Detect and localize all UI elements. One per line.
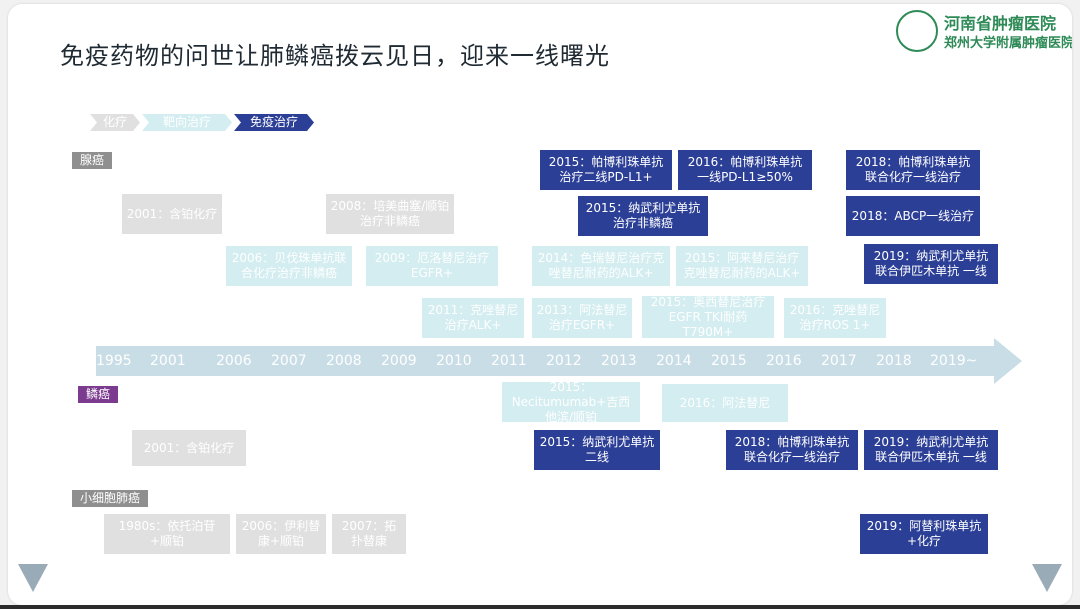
year-label: 2008 — [326, 353, 362, 369]
logo-emblem-icon — [896, 10, 938, 52]
milestone-box: 2015：Necitumumab+吉西他滨/顺铂 — [502, 380, 640, 424]
logo-line1: 河南省肿瘤医院 — [944, 14, 1057, 33]
milestone-box: 2007：拓扑替康 — [332, 514, 406, 554]
logo-line2: 郑州大学附属肿瘤医院 — [944, 36, 1072, 51]
year-label: 2013 — [601, 353, 637, 369]
milestone-box: 2018：帕博利珠单抗联合化疗一线治疗 — [846, 150, 980, 190]
year-label: 2012 — [546, 353, 582, 369]
year-label: 2015 — [711, 353, 747, 369]
milestone-box: 2016：克唑替尼治疗ROS 1+ — [784, 298, 886, 338]
timeline-bar — [146, 346, 1004, 376]
frame-border — [0, 605, 1080, 609]
year-label: 2016 — [766, 353, 802, 369]
year-label: 2007 — [271, 353, 307, 369]
slide-title: 免疫药物的问世让肺鳞癌拨云见日，迎来一线曙光 — [60, 42, 610, 70]
timeline-arrow-icon — [994, 338, 1022, 384]
milestone-box: 2018：帕博利珠单抗联合化疗一线治疗 — [726, 430, 858, 470]
category-squamous: 鳞癌 — [78, 386, 119, 403]
milestone-box: 2019：阿替利珠单抗+化疗 — [860, 514, 988, 554]
hospital-logo: 河南省肿瘤医院 郑州大学附属肿瘤医院 — [896, 8, 1072, 56]
milestone-box: 2009：厄洛替尼治疗EGFR+ — [366, 246, 498, 286]
milestone-box: 2001：含铂化疗 — [122, 194, 222, 234]
milestone-box: 2015：阿来替尼治疗克唑替尼耐药的ALK+ — [676, 246, 808, 286]
year-label: 2018 — [876, 353, 912, 369]
milestone-box: 2014：色瑞替尼治疗克唑替尼耐药的ALK+ — [532, 246, 670, 286]
year-label: 2019~ — [930, 353, 978, 369]
milestone-box: 2013：阿法替尼治疗EGFR+ — [532, 298, 632, 338]
milestone-box: 2008：培美曲塞/顺铂治疗非鳞癌 — [326, 194, 454, 234]
prev-slide-icon[interactable] — [18, 564, 48, 592]
legend-immuno: 免疫治疗 — [234, 114, 314, 131]
milestone-box: 2016：帕博利珠单抗一线PD-L1≥50% — [678, 150, 812, 190]
milestone-box: 1980s：依托泊苷+顺铂 — [104, 514, 230, 554]
legend-targeted: 靶向治疗 — [142, 114, 232, 131]
timeline-start — [96, 346, 154, 376]
milestone-box: 2015：纳武利尤单抗二线 — [534, 430, 660, 470]
year-label: 2010 — [436, 353, 472, 369]
year-label: 1995 — [96, 353, 132, 369]
category-sclc: 小细胞肺癌 — [72, 490, 149, 507]
year-label: 2014 — [656, 353, 692, 369]
milestone-box: 2015：纳武利尤单抗治疗非鳞癌 — [578, 196, 708, 236]
slide: 免疫药物的问世让肺鳞癌拨云见日，迎来一线曙光 河南省肿瘤医院 郑州大学附属肿瘤医… — [8, 4, 1072, 605]
milestone-box: 2015：奥西替尼治疗EGFR TKI耐药T790M+ — [642, 295, 774, 339]
milestone-box: 2016：阿法替尼 — [662, 384, 788, 422]
year-label: 2006 — [216, 353, 252, 369]
milestone-box: 2006：贝伐珠单抗联合化疗治疗非鳞癌 — [226, 246, 352, 286]
next-slide-icon[interactable] — [1032, 564, 1062, 592]
milestone-box: 2006：伊利替康+顺铂 — [236, 514, 326, 554]
milestone-box: 2019：纳武利尤单抗联合伊匹木单抗 一线 — [864, 430, 998, 470]
year-label: 2011 — [491, 353, 527, 369]
milestone-box: 2015：帕博利珠单抗治疗二线PD-L1+ — [540, 150, 672, 190]
milestone-box: 2019：纳武利尤单抗联合伊匹木单抗 一线 — [864, 244, 998, 284]
year-label: 2001 — [150, 353, 186, 369]
milestone-box: 2001：含铂化疗 — [132, 430, 246, 466]
milestone-box: 2011：克唑替尼治疗ALK+ — [422, 298, 524, 338]
legend-chemo: 化疗 — [90, 114, 140, 131]
year-label: 2017 — [821, 353, 857, 369]
year-label: 2009 — [381, 353, 417, 369]
milestone-box: 2018：ABCP一线治疗 — [846, 196, 980, 236]
category-adeno: 腺癌 — [72, 152, 113, 169]
